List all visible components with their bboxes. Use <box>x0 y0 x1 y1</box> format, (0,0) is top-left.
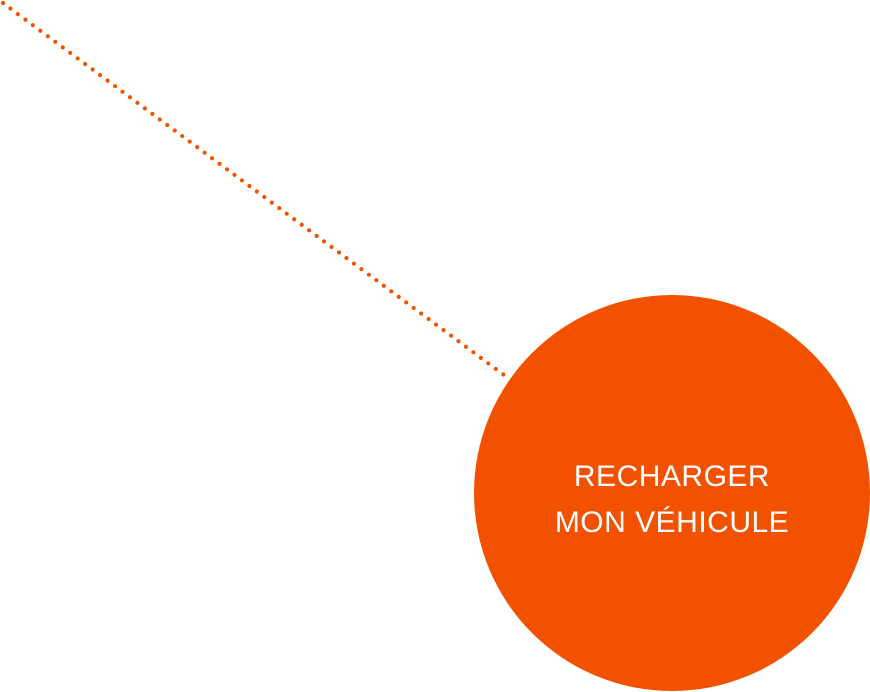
cta-line-1: RECHARGER <box>573 460 771 493</box>
cta-line-2: MON VÉHICULE <box>554 506 790 539</box>
recharge-vehicle-button[interactable]: RECHARGER MON VÉHICULE <box>474 295 870 691</box>
recharge-vehicle-label: RECHARGER MON VÉHICULE <box>555 454 789 546</box>
dotted-line-path <box>0 0 511 381</box>
